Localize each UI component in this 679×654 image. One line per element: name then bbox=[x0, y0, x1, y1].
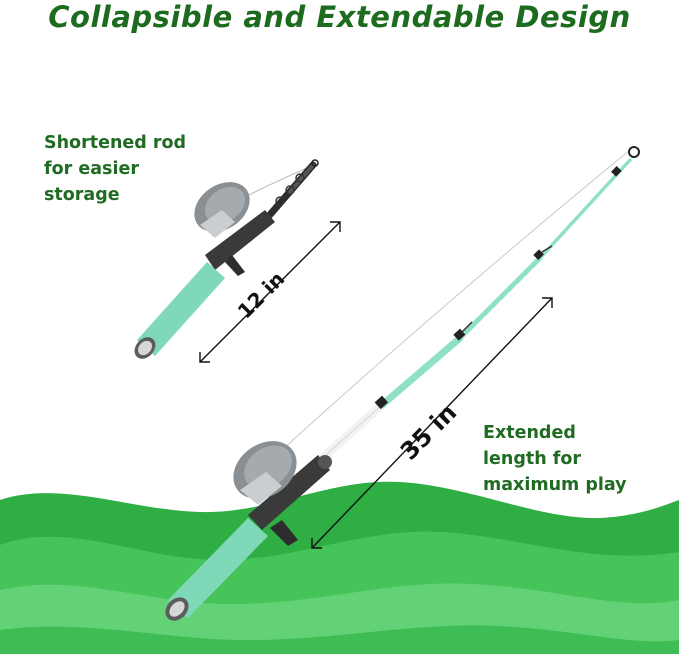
extended-caption-line: Extended bbox=[483, 423, 576, 443]
shortened-caption-line: storage bbox=[44, 185, 120, 205]
extended-caption-line: length for bbox=[483, 449, 582, 469]
dimension-arrow-long bbox=[311, 297, 553, 549]
page-title: Collapsible and Extendable Design bbox=[48, 0, 631, 34]
shortened-caption: Shortened rod for easier storage bbox=[44, 130, 186, 208]
shortened-caption-line: for easier bbox=[44, 159, 139, 179]
collapsed-rod bbox=[134, 159, 319, 359]
extended-rod bbox=[165, 146, 640, 621]
extended-caption: Extended length for maximum play bbox=[483, 420, 627, 498]
wave-front-bottom bbox=[0, 625, 679, 654]
extended-caption-line: maximum play bbox=[483, 475, 627, 495]
shortened-caption-line: Shortened rod bbox=[44, 133, 187, 153]
dimension-arrow-short bbox=[199, 221, 341, 363]
